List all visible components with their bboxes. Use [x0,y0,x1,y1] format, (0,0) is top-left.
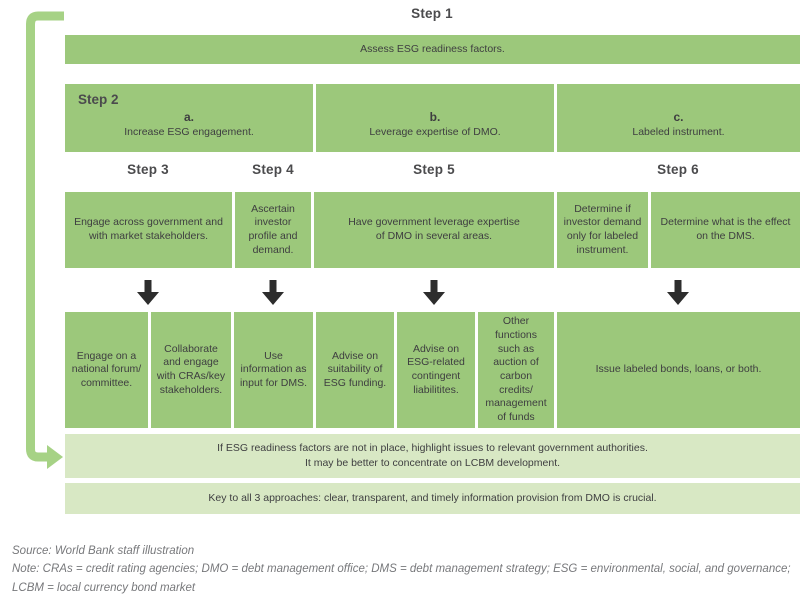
step1-bar: Assess ESG readiness factors. [65,35,800,64]
option-b-text: Leverage expertise of DMO. [369,125,501,138]
option-c-letter: c. [673,110,684,125]
step2-option-b: b. Leverage expertise of DMO. [316,84,554,152]
outcome-box-input-dms: Use information as input for DMS. [234,312,313,428]
down-arrow-icon [423,280,445,305]
step2-option-c: c. Labeled instrument. [557,84,800,152]
option-c-text: Labeled instrument. [632,125,725,138]
action-box-ascertain-investor: Ascertain investor profile and demand. [235,192,311,268]
down-arrow-icon [137,280,159,305]
step5-label: Step 5 [413,162,455,177]
outcome-box-contingent-liabilities: Advise on ESG-related contingent liabili… [397,312,475,428]
step6-label: Step 6 [657,162,699,177]
outcome-box-other-functions: Other functions such as auction of carbo… [478,312,554,428]
step4-label: Step 4 [252,162,294,177]
action-box-effect-dms: Determine what is the effect on the DMS. [651,192,800,268]
abbreviations-note: Note: CRAs = credit rating agencies; DMO… [12,563,791,594]
outcome-box-national-forum: Engage on a national forum/ committee. [65,312,148,428]
fallback-banner-line1: If ESG readiness factors are not in plac… [217,441,648,454]
key-note-banner: Key to all 3 approaches: clear, transpar… [65,483,800,514]
outcome-box-issue-labeled: Issue labeled bonds, loans, or both. [557,312,800,428]
fallback-banner-line2: It may be better to concentrate on LCBM … [304,457,561,469]
source-note: Source: World Bank staff illustration [12,545,195,557]
step2-label: Step 2 [78,92,119,107]
step3-label: Step 3 [127,162,169,177]
action-box-engage-government: Engage across government and with market… [65,192,232,268]
outcome-box-esg-funding: Advise on suitability of ESG funding. [316,312,394,428]
option-b-letter: b. [429,110,441,125]
fallback-banner: If ESG readiness factors are not in plac… [65,434,800,478]
down-arrow-icon [667,280,689,305]
loop-back-arrow-icon [26,11,64,469]
down-arrow-icon [262,280,284,305]
figure-footer: Source: World Bank staff illustration No… [12,542,804,597]
action-box-leverage-dmo: Have government leverage expertise of DM… [314,192,554,268]
outcome-box-collaborate-cras: Collaborate and engage with CRAs/key sta… [151,312,231,428]
option-a-letter: a. [183,110,194,125]
step1-label: Step 1 [411,6,453,21]
option-a-text: Increase ESG engagement. [124,125,254,138]
step2-option-a: Step 2 a. Increase ESG engagement. [65,84,313,152]
key-note-text: Key to all 3 approaches: clear, transpar… [208,491,657,504]
action-box-investor-demand: Determine if investor demand only for la… [557,192,648,268]
